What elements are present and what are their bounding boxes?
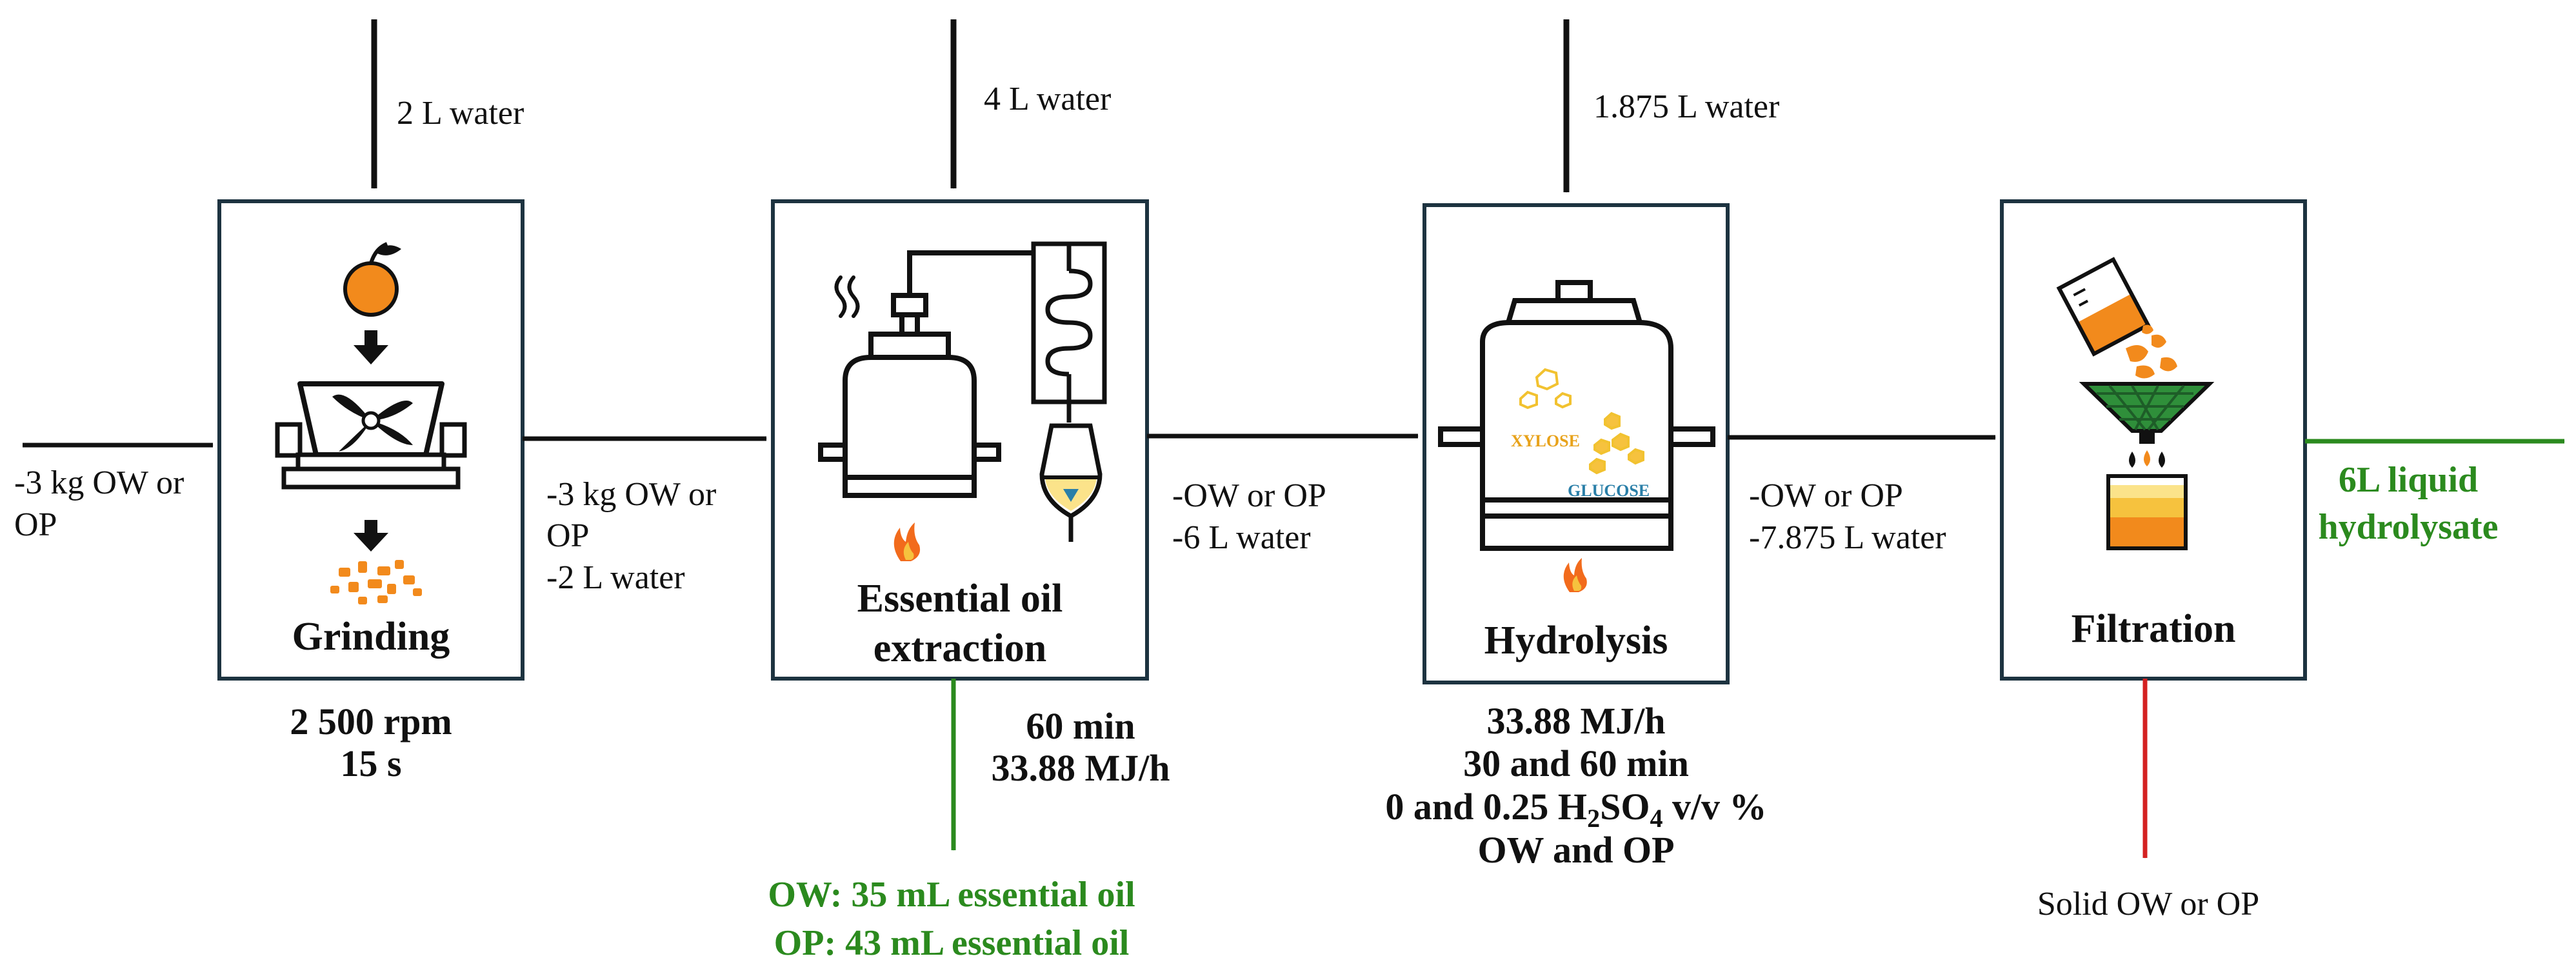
xylose-label: XYLOSE — [1511, 432, 1580, 450]
feed-label-line1: -3 kg OW or — [14, 464, 184, 501]
grinding-param-speed: 2 500 rpm — [290, 701, 452, 742]
stream1-line1: -3 kg OW or — [546, 476, 716, 513]
glucose-label: GLUCOSE — [1568, 481, 1650, 500]
stream3-line1: -OW or OP — [1749, 477, 1903, 514]
blender-icon — [275, 381, 467, 490]
hydrolysis-param-material: OW and OP — [1477, 829, 1674, 871]
water-label-extraction: 4 L water — [984, 81, 1111, 117]
water-label-grinding: 2 L water — [397, 95, 524, 132]
orange-fruit-icon — [343, 242, 401, 317]
reactor-illustration: XYLOSE GLUCOSE — [1438, 280, 1715, 592]
hydrolysis-box — [1423, 203, 1730, 684]
extraction-title-line2: extraction — [874, 626, 1047, 670]
feed-label-line2: OP — [14, 506, 57, 543]
condenser-icon — [1031, 241, 1107, 423]
oil-output-op: OP: 43 mL essential oil — [774, 923, 1130, 963]
flame-icon-2 — [1563, 558, 1587, 592]
filter-funnel-icon — [2079, 382, 2215, 444]
extraction-title-line1: Essential oil — [857, 577, 1063, 621]
hydrolysis-title: Hydrolysis — [1484, 619, 1668, 662]
extraction-param-energy: 33.88 MJ/h — [991, 747, 1170, 789]
hydrolysis-param-energy: 33.88 MJ/h — [1486, 700, 1665, 742]
extraction-param-time: 60 min — [1026, 705, 1135, 747]
product-label-line2: hydrolysate — [2319, 507, 2499, 547]
stream2-line2: -6 L water — [1172, 519, 1311, 556]
filtration-title: Filtration — [2072, 607, 2236, 651]
steam-icon — [834, 275, 860, 318]
stream1-line3: -2 L water — [546, 559, 685, 596]
hydrolysis-param-acid: 0 and 0.25 H2SO4 v/v % — [1385, 786, 1766, 833]
ground-peel-icon — [330, 560, 422, 604]
stream1-line2: OP — [546, 517, 589, 554]
flame-icon — [894, 523, 921, 561]
sugar-molecules-icon — [1519, 368, 1644, 475]
oil-output-ow: OW: 35 mL essential oil — [768, 875, 1135, 915]
collection-beaker-icon — [2106, 474, 2188, 550]
water-label-hydrolysis: 1.875 L water — [1593, 88, 1779, 125]
stream3-line2: -7.875 L water — [1749, 519, 1946, 556]
still-vessel-icon — [818, 293, 1001, 498]
product-label-line1: 6L liquid — [2339, 460, 2478, 500]
peel-chunks-icon — [2126, 324, 2177, 379]
separatory-funnel-icon — [1039, 423, 1103, 542]
down-arrow-icon — [354, 330, 388, 364]
distillation-illustration — [818, 241, 1107, 561]
grinding-param-time: 15 s — [340, 742, 401, 784]
reactor-vessel-icon — [1438, 280, 1715, 551]
filtration-illustration — [2056, 257, 2215, 550]
grinding-illustration — [275, 242, 467, 604]
stream2-line1: -OW or OP — [1172, 477, 1326, 514]
down-arrow-icon-2 — [354, 520, 388, 552]
beaker-pour-icon — [2056, 257, 2151, 357]
grinding-title: Grinding — [292, 615, 450, 659]
drops-icon — [2129, 450, 2165, 468]
extraction-box — [771, 199, 1149, 681]
hydrolysis-param-time: 30 and 60 min — [1463, 742, 1689, 784]
waste-output-label: Solid OW or OP — [2037, 886, 2259, 922]
